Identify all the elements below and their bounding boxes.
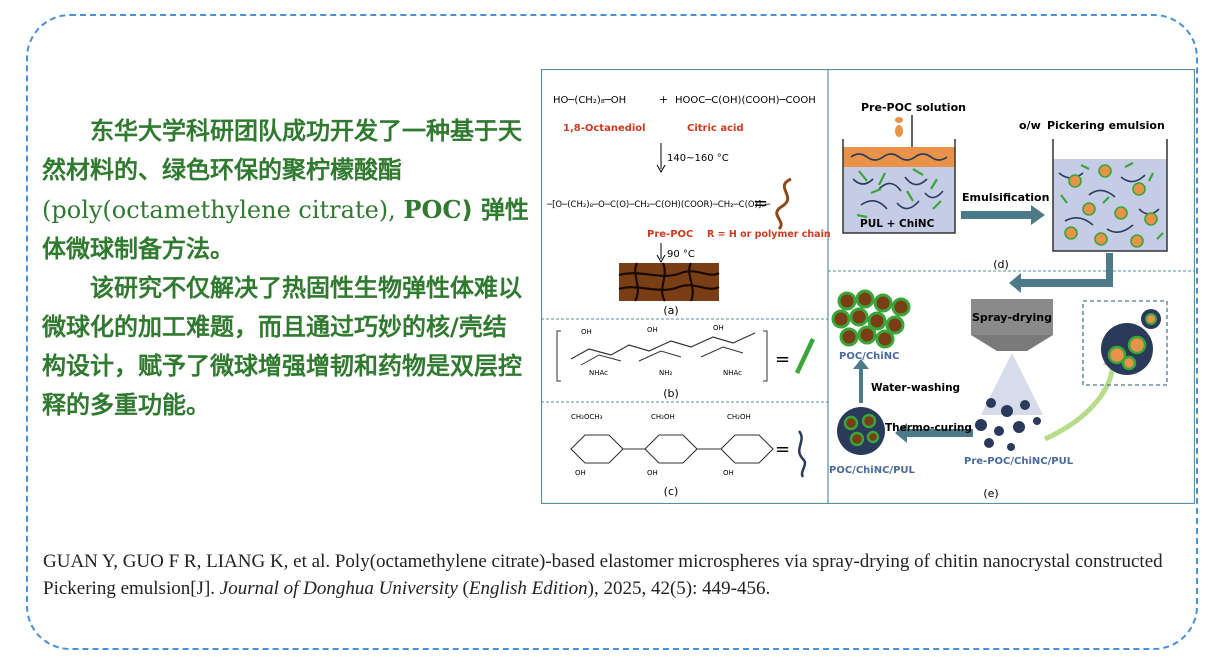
emulsification-label: Emulsification — [962, 191, 1049, 204]
citation-journal: Journal of Donghua University — [219, 578, 458, 599]
pul-chain-icon — [797, 430, 807, 478]
svg-text:OH: OH — [581, 328, 592, 336]
intro-line1: 东华大学科研团队成功开发了一种基于天然材料的、绿色环保的聚柠檬酸酯 — [42, 117, 522, 184]
microsphere-zoom-icon — [1101, 309, 1161, 375]
chinese-description: 东华大学科研团队成功开发了一种基于天然材料的、绿色环保的聚柠檬酸酯 (poly(… — [42, 112, 530, 425]
crosslinked-poc-network — [618, 262, 720, 302]
equals-sign-b: = — [775, 349, 790, 370]
svg-text:OH: OH — [713, 324, 724, 332]
reactant2-formula: HOOC─C(OH)(COOH)─COOH — [675, 95, 816, 106]
svg-text:OH: OH — [575, 469, 586, 477]
panel-c: CH₂OCH₃ CH₂OH CH₂OH OH OH OH = (c) — [570, 413, 807, 498]
r-definition: R = H or polymer chain — [707, 229, 831, 240]
poc-chinc-pul-label: POC/ChiNC/PUL — [829, 465, 916, 476]
panel-e-label: (e) — [983, 487, 998, 500]
svg-text:CH₂OH: CH₂OH — [651, 413, 675, 421]
svg-text:OH: OH — [723, 469, 734, 477]
citation-details: ), 2025, 42(5): 449-456. — [587, 578, 771, 599]
step2-condition: 90 °C — [667, 249, 695, 260]
svg-text:CH₂OH: CH₂OH — [727, 413, 751, 421]
citation-paren: ( — [457, 578, 469, 599]
pre-poc-chain-icon — [775, 177, 792, 231]
pickering-emulsion-label: Pickering emulsion — [1047, 119, 1165, 132]
scheme-figure: HO─(CH₂)₈─OH + HOOC─C(OH)(COOH)─COOH 1,8… — [541, 69, 1195, 504]
paragraph-1: 东华大学科研团队成功开发了一种基于天然材料的、绿色环保的聚柠檬酸酯 (poly(… — [42, 112, 530, 269]
panel-d: Pre-POC solution PUL + ChiNC Emulsificat… — [842, 101, 1168, 271]
water-washing-label: Water-washing — [871, 382, 960, 394]
svg-text:NH₂: NH₂ — [659, 369, 673, 377]
dashed-rounded-frame — [26, 14, 1198, 650]
panel-d-label: (d) — [993, 258, 1009, 271]
citation-authors-title: GUAN Y, GUO F R, LIANG K, et al. Poly(oc… — [43, 551, 1163, 599]
reaction-arrowhead-1 — [656, 164, 666, 174]
spray-dryer — [971, 299, 1053, 415]
citric-acid-name: Citric acid — [687, 123, 744, 134]
pre-poc-label: Pre-POC — [647, 229, 693, 240]
svg-text:NHAc: NHAc — [589, 369, 608, 377]
poc-chinc-pul-sphere-icon — [837, 407, 885, 455]
intro-para2: 该研究不仅解决了热固性生物弹性体难以微球化的加工难题，而且通过巧妙的核/壳结构设… — [42, 274, 522, 419]
panel-a-label: (a) — [663, 304, 678, 317]
panel-e: Spray-drying Pre-POC/ChiNC/PUL Thermo-cu… — [829, 253, 1168, 500]
reaction-arrowhead-2 — [656, 254, 666, 264]
zoom-box — [1082, 300, 1168, 386]
poc-chinc-particles-icon — [831, 289, 911, 349]
svg-text:OH: OH — [647, 469, 658, 477]
pul-chinc-label: PUL + ChiNC — [860, 218, 935, 230]
intro-line3: ) 弹性体微球制备方法。 — [42, 196, 529, 263]
emulsification-arrow — [961, 205, 1045, 225]
to-spray-dryer-arrow — [1009, 253, 1113, 293]
reactant1-formula: HO─(CH₂)₈─OH — [553, 95, 626, 106]
octanediol-name: 1,8-Octanediol — [563, 123, 646, 134]
poc-chinc-label: POC/ChiNC — [839, 351, 899, 362]
water-washing-arrow — [853, 359, 869, 403]
svg-text:CH₂OCH₃: CH₂OCH₃ — [571, 413, 603, 421]
thermo-curing-arrow — [895, 423, 973, 443]
beaker-right — [1052, 139, 1168, 252]
plus-sign: + — [659, 93, 668, 106]
pre-poc-formula: ─[O─(CH₂)₈─O─C(O)─CH₂─C(OH)(COOR)─CH₂─C(… — [546, 200, 771, 210]
beaker-left — [842, 139, 956, 234]
o-w-label: o/w — [1019, 119, 1041, 132]
pre-poc-solution-label: Pre-POC solution — [861, 101, 966, 114]
svg-text:OH: OH — [647, 326, 658, 334]
panel-a: HO─(CH₂)₈─OH + HOOC─C(OH)(COOH)─COOH 1,8… — [546, 93, 831, 317]
panel-b: NHAc NH₂ NHAc OH OH OH = (b) — [556, 324, 816, 400]
panel-c-label: (c) — [664, 485, 679, 498]
chitin-structure — [570, 332, 756, 360]
chinc-rod-icon — [794, 338, 816, 374]
spray-drying-label: Spray-drying — [972, 311, 1052, 324]
spray-droplets — [975, 398, 1041, 451]
poly-name: poly(octamethylene citrate), — [51, 196, 404, 224]
paragraph-2: 该研究不仅解决了热固性生物弹性体难以微球化的加工难题，而且通过巧妙的核/壳结构设… — [42, 269, 530, 425]
step1-condition: 140~160 °C — [667, 153, 729, 164]
equals-sign-c: = — [775, 439, 790, 460]
svg-text:NHAc: NHAc — [723, 369, 742, 377]
pre-poc-chinc-pul-label: Pre-POC/ChiNC/PUL — [964, 456, 1074, 467]
thermo-curing-label: Thermo-curing — [885, 422, 972, 434]
poc-abbr: POC — [403, 195, 462, 224]
citation: GUAN Y, GUO F R, LIANG K, et al. Poly(oc… — [43, 548, 1193, 602]
panel-b-label: (b) — [663, 387, 679, 400]
equals-sign-a: = — [753, 193, 768, 214]
paren-open: ( — [42, 196, 52, 224]
citation-edition: English Edition — [468, 578, 588, 599]
